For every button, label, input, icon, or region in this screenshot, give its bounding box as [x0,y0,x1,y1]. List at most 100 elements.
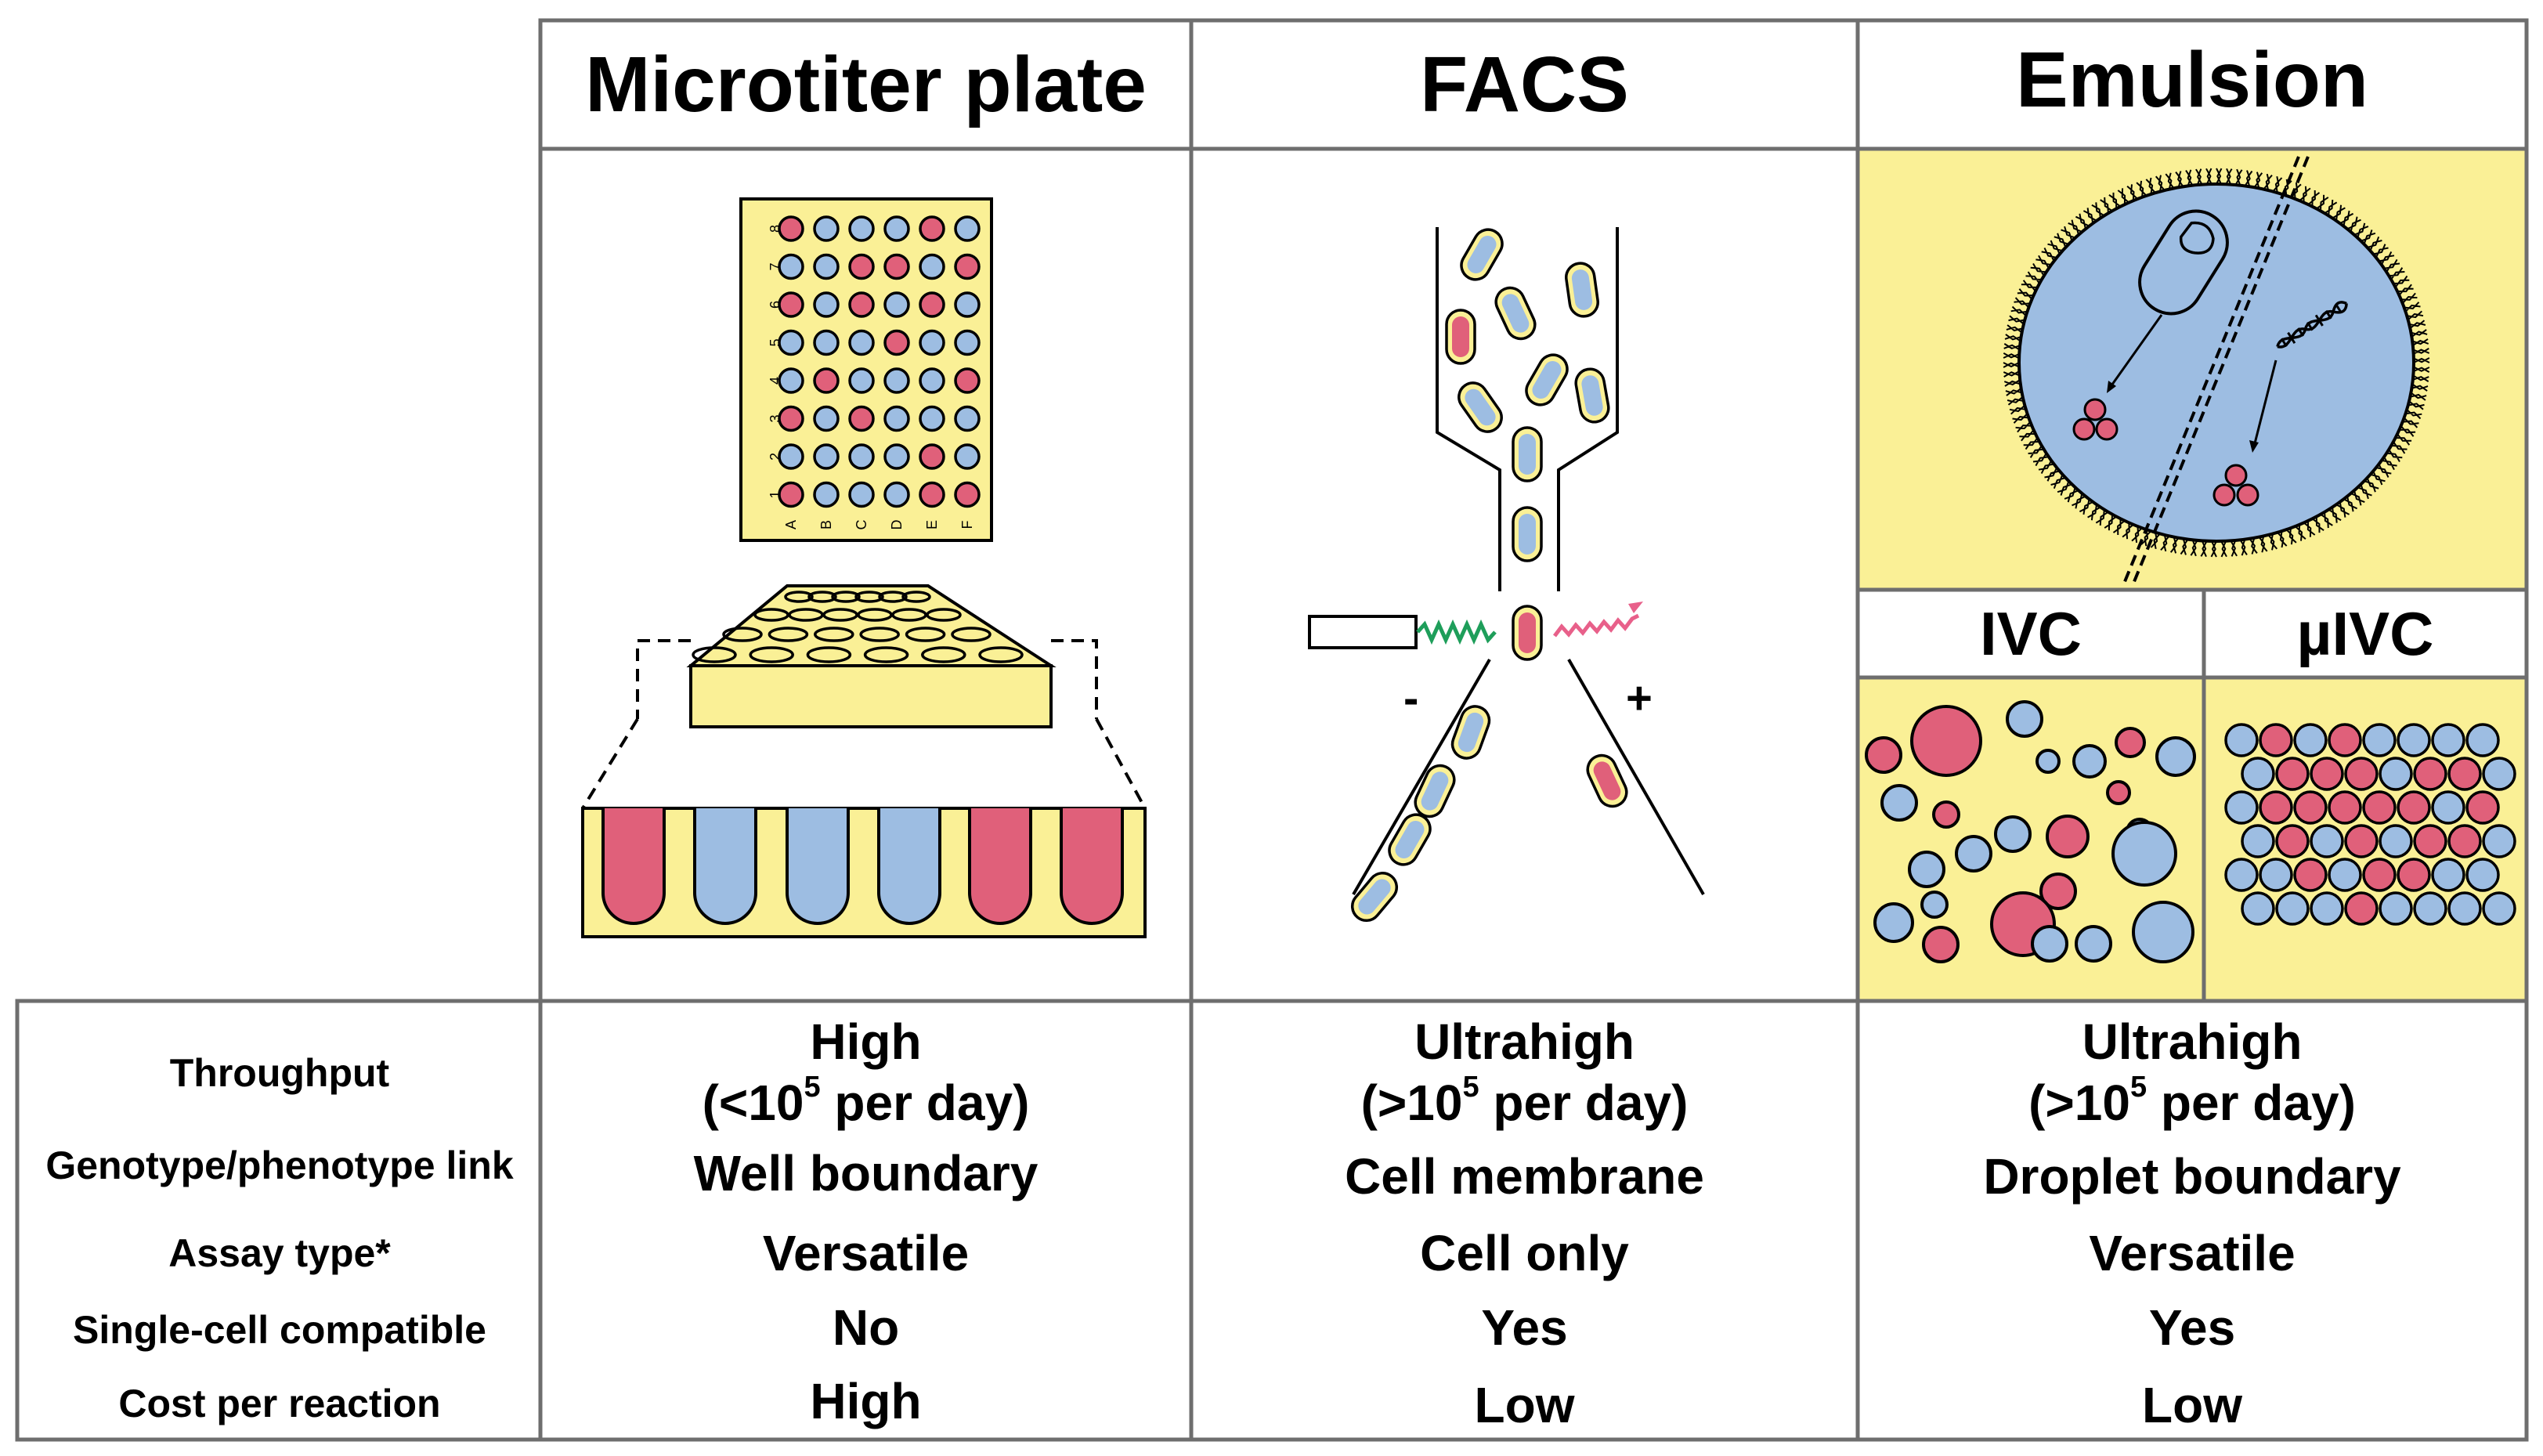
well-cross-sections [601,808,1124,925]
cell [1460,228,1504,281]
uivc-droplet [2431,790,2465,825]
product-cluster-left [2072,398,2119,441]
plate-well [813,481,840,508]
plate-well [954,443,981,470]
plate-wells [778,215,981,508]
uivc-droplet [2362,858,2397,892]
uivc-droplet [2413,891,2447,926]
cell [1565,262,1599,318]
plate-well [883,329,910,356]
well-tube [1060,808,1124,925]
plate-well [813,367,840,394]
plate-hole [901,591,931,603]
uivc-droplet [2241,824,2275,858]
cell-body [1458,712,1484,753]
cell-body [1593,761,1621,800]
surfactant-layer [2003,168,2430,558]
plate-well [813,443,840,470]
plate-well [954,291,981,318]
plate-hole [807,591,837,603]
uivc-droplet [2344,824,2379,858]
cell-body [1519,434,1536,475]
plate-well [883,215,910,242]
cell [1350,871,1399,923]
ivc-droplet [2006,700,2043,738]
uivc-droplet [2447,824,2482,858]
cell-body [1519,612,1536,653]
throughput-exponent: 5 [804,1070,821,1104]
aqueous-droplet [2017,182,2415,543]
ivc-droplet [2072,744,2107,779]
plate-well [919,367,945,394]
plate-hole [878,591,908,603]
ivc-droplet [1932,800,1960,829]
single-cell-emulsion: Yes [2148,1299,2236,1356]
plate-hole [749,646,794,663]
plate-well [848,405,875,432]
arrow-head-1 [2107,381,2116,393]
ivc-droplet [1994,815,2032,853]
plate-well [778,405,804,432]
uivc-droplet [2328,723,2362,757]
cell-body [1452,316,1469,357]
uivc-droplets [2224,723,2516,926]
uivc-droplet [2362,790,2397,825]
plate-hole [926,608,962,622]
ivc-droplet [2155,736,2196,777]
ivc-droplet [2132,901,2194,963]
plate-well [778,481,804,508]
cell-body [1465,388,1496,426]
cell-body [1395,821,1425,858]
throughput-level: Ultrahigh [2082,1013,2303,1070]
plate-hole [831,591,861,603]
col-header-facs: FACS [1420,41,1629,128]
plate-col-label: D [889,520,905,530]
throughput-facs: Ultrahigh (>105 per day) [1191,1017,1858,1128]
plate-col-label: F [959,521,975,529]
uivc-droplet [2241,757,2275,791]
plate-well [778,215,804,242]
uivc-droplet [2465,858,2500,892]
plate-hole [788,608,824,622]
facs-cells [1350,228,1628,923]
uivc-droplet [2379,757,2413,791]
plate-well [919,329,945,356]
plate-well [813,405,840,432]
plate-3d-holes [692,591,1024,663]
sub-header-uivc: µIVC [2296,599,2434,668]
plate-well [848,329,875,356]
plate-well [848,443,875,470]
ivc-droplet [2031,925,2068,963]
plate-well [919,443,945,470]
cost-emulsion: Low [2142,1377,2242,1433]
cell [1512,506,1543,562]
plate-well [883,443,910,470]
assay-microtiter: Versatile [762,1225,970,1281]
throughput-prefix: (>10 [1360,1075,1463,1131]
nozzle-right-wall [1557,227,1619,591]
well-tube [877,808,941,925]
plate-row-label: 2 [768,453,783,461]
plate-col-label: C [854,520,869,530]
plate-well [883,291,910,318]
uivc-droplet [2328,858,2362,892]
cell [1525,353,1569,406]
assay-emulsion: Versatile [2089,1225,2296,1281]
plate-hole [857,608,893,622]
plate-hole [722,627,763,642]
plate-row-label: 1 [768,490,783,498]
cell-icon [2138,209,2229,316]
ivc-droplet [2075,925,2112,963]
facs-plus-sign: + [1626,673,1653,724]
row-label-cost: Cost per reaction [118,1382,441,1425]
cell [1388,813,1432,866]
product-cluster-right [2212,464,2259,507]
plate-row-label: 4 [768,377,783,385]
cell-body [1467,236,1497,273]
uivc-droplet [2482,824,2516,858]
plate-hole [814,627,854,642]
plate-hole [753,608,789,622]
